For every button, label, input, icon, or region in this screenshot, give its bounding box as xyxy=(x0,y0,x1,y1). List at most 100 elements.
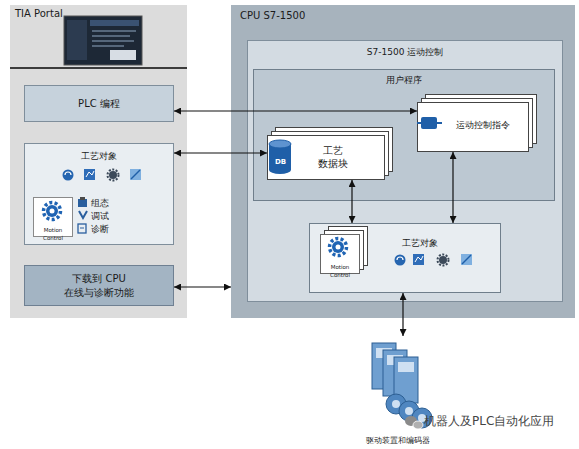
function-icons xyxy=(79,211,87,218)
tech-icon-row xyxy=(395,254,473,266)
gear-icon xyxy=(336,245,341,250)
icon-tile: Motion Control xyxy=(33,197,73,237)
node-text: 组态 xyxy=(91,198,109,209)
tech-icon-row xyxy=(63,170,74,181)
tech-icon-row xyxy=(415,256,423,262)
drive-illustration xyxy=(372,343,396,389)
process-box: 工艺对象组态调试诊断 Motion Control xyxy=(24,143,174,245)
portal-thumbnail xyxy=(64,16,142,65)
drive-illustration xyxy=(383,350,407,396)
watermark-icon xyxy=(413,421,423,429)
node-title: TIA Portal xyxy=(15,8,63,21)
portal-thumbnail xyxy=(92,46,124,47)
node-title: 工艺对象 xyxy=(390,238,450,249)
node-text: 工艺 数据块 xyxy=(313,144,353,170)
portal-thumbnail xyxy=(67,20,87,60)
group-box: S7-1500 运动控制用户程序 DB 工艺 数据块 运动控制指令工艺对象 Motion… xyxy=(247,40,563,302)
drive-illustration xyxy=(386,394,406,414)
portal-thumbnail xyxy=(92,41,134,42)
portal-thumbnail xyxy=(92,36,130,37)
connector-arrow xyxy=(174,152,267,153)
tech-icon-row xyxy=(461,254,472,265)
gear-icon xyxy=(332,241,344,253)
data-block-box: DB 工艺 数据块 xyxy=(267,135,385,180)
header-separator xyxy=(10,67,187,69)
function-icons xyxy=(80,197,85,200)
connector-arrow xyxy=(452,152,453,223)
connector-arrow xyxy=(402,293,403,336)
node-text: 诊断 xyxy=(91,224,109,235)
node-title: 驱动装置和编码器 xyxy=(345,436,450,446)
node-title: Motion Control xyxy=(321,263,359,279)
function-icons xyxy=(78,224,86,233)
watermark-icon xyxy=(405,416,417,426)
node-title: Motion Control xyxy=(34,226,72,242)
drive-illustration xyxy=(372,343,432,428)
node-title: 工艺对象 xyxy=(25,151,173,162)
tech-icon-row xyxy=(63,169,142,181)
process-box: 下载到 CPU 在线与诊断功能 xyxy=(24,265,174,306)
process-box: 工艺对象 Motion Control xyxy=(309,223,501,293)
gear-icon xyxy=(44,203,347,256)
node-title: S7-1500 运动控制 xyxy=(248,47,562,58)
connector-arrow xyxy=(174,286,231,287)
instruction-icon xyxy=(417,117,442,129)
db-cylinder xyxy=(269,166,291,174)
db-cylinder xyxy=(269,144,291,170)
connector-arrow xyxy=(174,110,417,111)
tech-icon-row xyxy=(86,171,94,177)
function-icons xyxy=(78,199,87,207)
drive-illustration xyxy=(398,362,414,372)
tech-icon-row xyxy=(131,170,140,179)
gear-icon xyxy=(50,209,55,214)
drive-illustration xyxy=(387,355,403,365)
cpu-panel: CPU S7-1500S7-1500 运动控制用户程序 DB 工艺 数据块 运动控制指… xyxy=(231,5,575,318)
node-title: PLC 编程 xyxy=(25,86,173,121)
drive-illustration xyxy=(412,408,432,428)
tech-icon-row xyxy=(130,169,141,180)
gear-icon xyxy=(330,239,347,256)
drive-illustration xyxy=(394,357,418,403)
instruction-icon xyxy=(417,122,442,124)
portal-thumbnail xyxy=(64,16,142,65)
watermark-icon xyxy=(405,416,423,429)
tech-icon-row xyxy=(438,255,449,266)
tech-icon-row xyxy=(395,255,406,266)
drive-illustration xyxy=(392,400,400,408)
tech-icon-row xyxy=(109,171,117,179)
tech-icon-row xyxy=(84,169,95,180)
watermark-text: 机器人及PLC自动化应用 xyxy=(424,414,554,429)
tech-icon-row xyxy=(65,172,71,175)
node-title: CPU S7-1500 xyxy=(240,10,305,23)
function-icons xyxy=(78,197,87,233)
drive-illustration xyxy=(405,407,413,415)
portal-thumbnail xyxy=(110,50,136,60)
db-cylinder xyxy=(269,140,291,174)
group-box: 用户程序 DB 工艺 数据块 运动控制指令 xyxy=(253,69,555,201)
instruction-box: 运动控制指令 xyxy=(417,102,529,152)
db-cylinder xyxy=(269,140,291,148)
process-box: PLC 编程 xyxy=(24,85,174,122)
device-node: 驱动装置和编码器 xyxy=(345,336,450,446)
tech-icon-row xyxy=(108,170,119,181)
portal-thumbnail xyxy=(90,20,139,26)
gear-icon xyxy=(46,205,58,217)
drive-illustration xyxy=(418,414,426,422)
icon-tile: Motion Control xyxy=(320,234,360,274)
connector-arrow xyxy=(351,180,352,223)
tech-icon-row xyxy=(397,257,403,260)
node-title: DB xyxy=(275,158,286,167)
drive-illustration xyxy=(376,348,392,358)
tech-icon-row xyxy=(462,255,471,264)
header-separator xyxy=(10,68,187,69)
node-text: 调试 xyxy=(91,211,109,222)
gear-icon xyxy=(44,203,61,220)
drive-illustration xyxy=(399,401,419,421)
instruction-icon xyxy=(421,117,437,129)
tech-icon-row xyxy=(439,256,447,264)
node-title: 用户程序 xyxy=(254,75,554,86)
